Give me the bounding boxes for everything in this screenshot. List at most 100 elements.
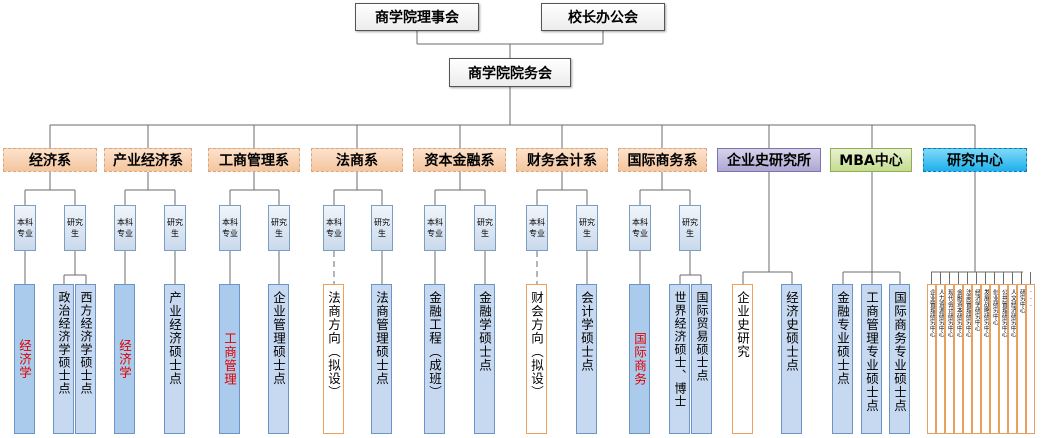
dept-label: 企业史研究所 — [727, 153, 811, 169]
leaf-economic-history-master: 经济史硕士点 — [781, 284, 802, 434]
undergrad-major-box: 本科专业 — [323, 205, 345, 251]
leaf-industrial-econ-major: 经济学 — [114, 284, 135, 434]
small-box-label: 研究生 — [682, 218, 698, 238]
board-label: 商学院理事会 — [375, 10, 459, 26]
research-center-leaf: 人文经济研究中心 — [1008, 284, 1017, 434]
leaf-text: 经济史硕士点 — [784, 291, 799, 372]
undergrad-major-box: 本科专业 — [424, 205, 446, 251]
leaf-text: 金融专业硕士点 — [835, 291, 850, 386]
leaf-accounting-master: 会计学硕士点 — [576, 284, 597, 434]
graduate-box: 研究生 — [268, 205, 290, 251]
leaf-text: ··· — [1027, 289, 1035, 310]
undergrad-major-box: 本科专业 — [114, 205, 136, 251]
leaf-text: 工商管理 — [222, 332, 237, 386]
leaf-enterprise-mgmt-master: 企业管理硕士点 — [268, 284, 289, 434]
small-box-label: 本科专业 — [117, 218, 133, 238]
leaf-mba-business-admin: 工商管理专业硕士点 — [861, 284, 882, 434]
leaf-text: 经济学研究中心 — [973, 289, 981, 331]
leaf-text: 法商管理硕士点 — [374, 291, 389, 386]
small-box-label: 研究生 — [271, 218, 287, 238]
small-box-label: 本科专业 — [326, 218, 342, 238]
leaf-text: 现代会计研究中心 — [946, 289, 954, 337]
dept-mba-center: MBA中心 — [830, 148, 912, 172]
dept-label: 法商系 — [336, 153, 378, 169]
leaf-industrial-econ-master: 产业经济硕士点 — [164, 284, 185, 434]
leaf-text: 研究中心 — [1018, 289, 1026, 313]
dept-business-admin: 工商管理系 — [208, 148, 300, 172]
academic-council-box: 商学院院务会 — [449, 58, 571, 87]
small-box-label: 本科专业 — [632, 218, 648, 238]
leaf-western-economics: 西方经济学硕士点 — [75, 284, 96, 434]
leaf-text: 法商管理研究中心 — [964, 289, 972, 337]
dept-label: 经济系 — [29, 153, 71, 169]
leaf-text: 金融资本研究中心 — [955, 289, 963, 337]
leaf-text: 发展战略研究中心 — [982, 289, 990, 337]
small-box-label: 研究生 — [477, 218, 493, 238]
leaf-text: 国际商务专业硕士点 — [892, 291, 907, 413]
board-box: 商学院理事会 — [355, 3, 479, 31]
leaf-text: 创业研究中心 — [991, 289, 999, 325]
research-center-leaf: 经济学研究中心 — [972, 284, 981, 434]
small-box-label: 本科专业 — [427, 218, 443, 238]
leaf-mba-finance: 金融专业硕士点 — [832, 284, 853, 434]
leaf-text: 企业管理研究中心 — [928, 289, 936, 337]
dept-label: MBA中心 — [839, 153, 903, 169]
graduate-box: 研究生 — [576, 205, 598, 251]
graduate-box: 研究生 — [164, 205, 186, 251]
leaf-mba-international-business: 国际商务专业硕士点 — [889, 284, 910, 434]
dept-business-history-institute: 企业史研究所 — [717, 148, 821, 172]
dept-economics: 经济系 — [3, 148, 97, 172]
leaf-text: 世界经济硕士、博士 — [673, 291, 687, 408]
leaf-international-business-major: 国际商务 — [629, 284, 650, 434]
research-center-leaf: ··· — [1026, 284, 1035, 434]
research-center-leaf: 发展战略研究中心 — [981, 284, 990, 434]
leaf-business-history-research: 企业史研究 — [732, 284, 753, 434]
research-center-leaf: 研究中心 — [1017, 284, 1026, 434]
small-box-label: 本科专业 — [222, 218, 238, 238]
leaf-business-admin-major: 工商管理 — [219, 284, 240, 434]
research-center-leaf: 现代会计研究中心 — [945, 284, 954, 434]
dept-label: 工商管理系 — [219, 153, 289, 169]
small-box-label: 本科专业 — [17, 218, 33, 238]
leaf-text: 金融学硕士点 — [477, 291, 492, 372]
leaf-accounting-direction: 财会方向（拟设） — [526, 284, 547, 434]
leaf-financial-engineering: 金融工程（成班） — [424, 284, 445, 434]
graduate-box: 研究生 — [679, 205, 701, 251]
dept-industrial-economics: 产业经济系 — [104, 148, 192, 172]
dept-accounting: 财务会计系 — [516, 148, 608, 172]
dept-research-center: 研究中心 — [923, 148, 1027, 172]
dept-label: 国际商务系 — [627, 153, 698, 169]
dept-international-business: 国际商务系 — [618, 148, 707, 172]
leaf-law-business-direction: 法商方向（拟设） — [323, 284, 344, 434]
dept-label: 研究中心 — [947, 153, 1003, 169]
leaf-text: 西方经济学硕士点 — [79, 291, 93, 395]
leaf-text: 经济学 — [17, 338, 32, 380]
graduate-box: 研究生 — [64, 205, 86, 251]
leaf-text: 国际贸易硕士点 — [695, 291, 709, 382]
leaf-text: 会计学硕士点 — [579, 291, 594, 372]
academic-council-label: 商学院院务会 — [468, 65, 552, 82]
research-center-leaf: 创业研究中心 — [990, 284, 999, 434]
leaf-world-economy: 世界经济硕士、博士 — [669, 284, 690, 434]
small-box-label: 研究生 — [374, 218, 390, 238]
small-box-label: 研究生 — [167, 218, 183, 238]
leaf-law-business-master: 法商管理硕士点 — [371, 284, 392, 434]
leaf-finance-master: 金融学硕士点 — [474, 284, 495, 434]
leaf-text: 法商方向（拟设） — [326, 291, 341, 399]
president-office-box: 校长办公会 — [541, 3, 665, 31]
leaf-text: 人力资源研究中心 — [937, 289, 945, 337]
leaf-economics-major: 经济学 — [14, 284, 35, 434]
undergrad-major-box: 本科专业 — [14, 205, 36, 251]
graduate-box: 研究生 — [371, 205, 393, 251]
research-center-leaf: 法商管理研究中心 — [963, 284, 972, 434]
small-box-label: 研究生 — [67, 218, 83, 238]
leaf-text: 财会方向（拟设） — [529, 291, 544, 399]
small-box-label: 研究生 — [579, 218, 595, 238]
research-center-leaf: 人力资源研究中心 — [936, 284, 945, 434]
research-center-leaf: 企业管理研究中心 — [927, 284, 936, 434]
leaf-text: 公共管理研究中心 — [1000, 289, 1008, 337]
small-box-label: 本科专业 — [529, 218, 545, 238]
undergrad-major-box: 本科专业 — [629, 205, 651, 251]
graduate-box: 研究生 — [474, 205, 496, 251]
